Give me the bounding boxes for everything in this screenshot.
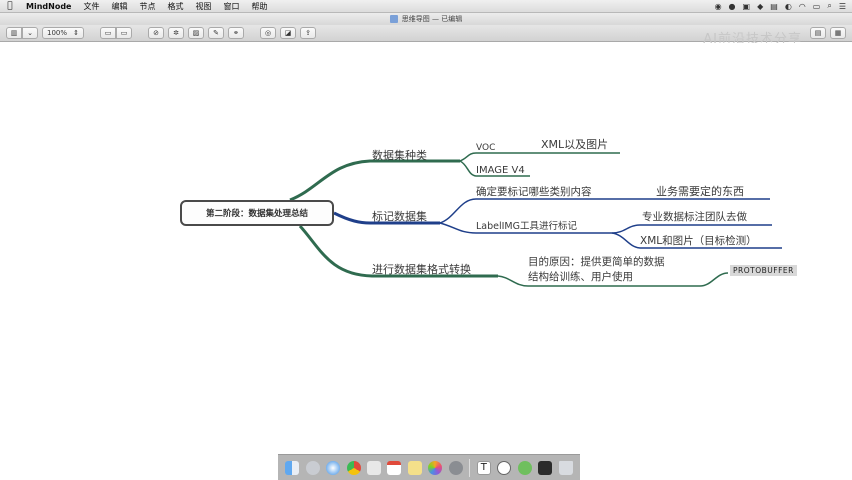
menu-format[interactable]: 格式 [167,1,184,11]
spotlight-icon[interactable]: ⌕ [827,1,832,10]
menu-edit[interactable]: 编辑 [111,1,128,11]
node-voc[interactable]: VOC [476,143,496,153]
node-dataset-types[interactable]: 数据集种类 [372,149,427,162]
node-reason-line2: 结构给训练、用户使用 [528,271,633,283]
status-area: ◉ ● ▣ ◆ ▤ ◐ ◠ ▭ ⌕ ☰ [715,1,852,11]
add-node-group: ▭ ▭ [100,27,132,39]
outline-icon[interactable]: ▦ [830,27,846,39]
dock: T [278,454,580,480]
dock-separator [469,458,471,477]
toolbar: ▥ ⌄ 100% ⇕ ▭ ▭ ⊘ ✲ ▨ ✎ ⚭ ◎ ◪ ⇪ ▤ ▦ [0,25,852,42]
mail-icon[interactable] [367,460,382,475]
connector-labelimg-team [611,224,772,234]
finder-icon[interactable] [285,460,300,475]
connector-root-branch3 [298,224,498,278]
mindmap-canvas[interactable]: 第二阶段：数据集处理总结 数据集种类 VOC XML以及图片 IMAGE V4 … [0,43,852,448]
window-title: 思维导图 — 已编辑 [401,15,463,23]
status-icon-4[interactable]: ◆ [757,1,764,11]
notes-icon[interactable] [407,460,422,475]
connector-labelimg-xml [611,232,782,249]
clock-icon[interactable] [497,460,512,475]
connector-reason-proto [699,272,729,287]
add-child-icon[interactable]: ▭ [116,27,132,39]
link-icon[interactable]: ⚭ [228,27,244,39]
connector-branch2-confirm [439,198,640,224]
node-xml-detection[interactable]: XML和图片（目标检测） [640,235,757,247]
menu-file[interactable]: 文件 [83,1,100,11]
menu-view[interactable]: 视图 [195,1,212,11]
share-icon[interactable]: ⇪ [300,27,316,39]
connector-root-branch1 [289,159,460,202]
mindnode-icon[interactable] [517,460,532,475]
connector-branch1-image [459,160,530,177]
connector-branch2-labelimg [439,222,612,234]
terminal-icon[interactable] [538,460,553,475]
focus-icon[interactable]: ◎ [260,27,276,39]
node-image-v4[interactable]: IMAGE V4 [476,165,525,176]
settings-icon[interactable]: ✲ [168,27,184,39]
connector-branch1-voc [459,152,530,162]
launchpad-icon[interactable] [305,460,320,475]
battery-icon[interactable]: ▭ [812,1,821,11]
inspector-icon[interactable]: ▤ [810,27,826,39]
connector-root-branch2 [333,211,440,225]
chrome-icon[interactable] [346,460,361,475]
view-mode-group: ▥ ⌄ [6,27,38,39]
root-node-label: 第二阶段：数据集处理总结 [205,209,308,219]
node-protobuffer-label: PROTOBUFFER [733,266,794,275]
add-sibling-icon[interactable]: ▭ [100,27,116,39]
safari-icon[interactable] [326,460,341,475]
menu-bar:  MindNode 文件 编辑 节点 格式 视图 窗口 帮助 ◉ ● ▣ ◆ … [0,0,852,13]
typora-icon[interactable]: T [476,460,491,475]
trash-icon[interactable] [558,460,573,475]
menu-help[interactable]: 帮助 [251,1,268,11]
menu-app-name[interactable]: MindNode [26,1,72,11]
sidebar-toggle-icon[interactable]: ▥ [6,27,22,39]
status-icon-6[interactable]: ◐ [784,1,792,11]
notification-center-icon[interactable]: ☰ [838,1,846,11]
document-icon [389,15,398,23]
apple-menu-icon[interactable]:  [0,1,20,11]
node-label-dataset[interactable]: 标记数据集 [372,210,427,223]
right-tools: ▤ ▦ [810,27,846,39]
node-confirm-categories[interactable]: 确定要标记哪些类别内容 [476,186,592,198]
zoom-value: 100% [47,29,68,37]
photos-icon[interactable] [428,460,443,475]
menu-window[interactable]: 窗口 [223,1,240,11]
status-icon-3[interactable]: ▣ [742,1,751,11]
no-entry-icon[interactable]: ⊘ [148,27,164,39]
node-pro-team[interactable]: 专业数据标注团队去做 [642,211,747,223]
menu-node[interactable]: 节点 [139,1,156,11]
status-icon-2[interactable]: ● [728,1,736,11]
connector-branch3-reason [497,275,700,287]
stepper-icon: ⇕ [73,29,79,37]
status-icon-5[interactable]: ▤ [770,1,778,11]
node-labelimg-tool[interactable]: LabelIMG工具进行标记 [476,221,577,232]
node-reason-line1: 目的原因：提供更简单的数据 [528,256,665,268]
node-reason[interactable]: 目的原因：提供更简单的数据 结构给训练、用户使用 [528,256,665,283]
zoom-select[interactable]: 100% ⇕ [42,27,84,39]
note-icon[interactable]: ✎ [208,27,224,39]
theme-icon[interactable]: ◪ [280,27,296,39]
node-business-needs[interactable]: 业务需要定的东西 [656,185,744,198]
chevron-down-icon[interactable]: ⌄ [22,27,38,39]
node-format-conversion[interactable]: 进行数据集格式转换 [372,263,471,276]
status-icon-1[interactable]: ◉ [714,1,722,11]
preferences-icon[interactable] [448,460,463,475]
calendar-icon[interactable] [387,460,402,475]
image-icon[interactable]: ▨ [188,27,204,39]
window-title-bar: 思维导图 — 已编辑 [0,13,852,25]
root-node[interactable]: 第二阶段：数据集处理总结 [180,200,334,226]
node-protobuffer[interactable]: PROTOBUFFER [730,265,797,276]
wifi-icon[interactable]: ◠ [798,1,806,11]
mindmap-connections [289,152,782,287]
node-xml-images[interactable]: XML以及图片 [541,138,609,151]
